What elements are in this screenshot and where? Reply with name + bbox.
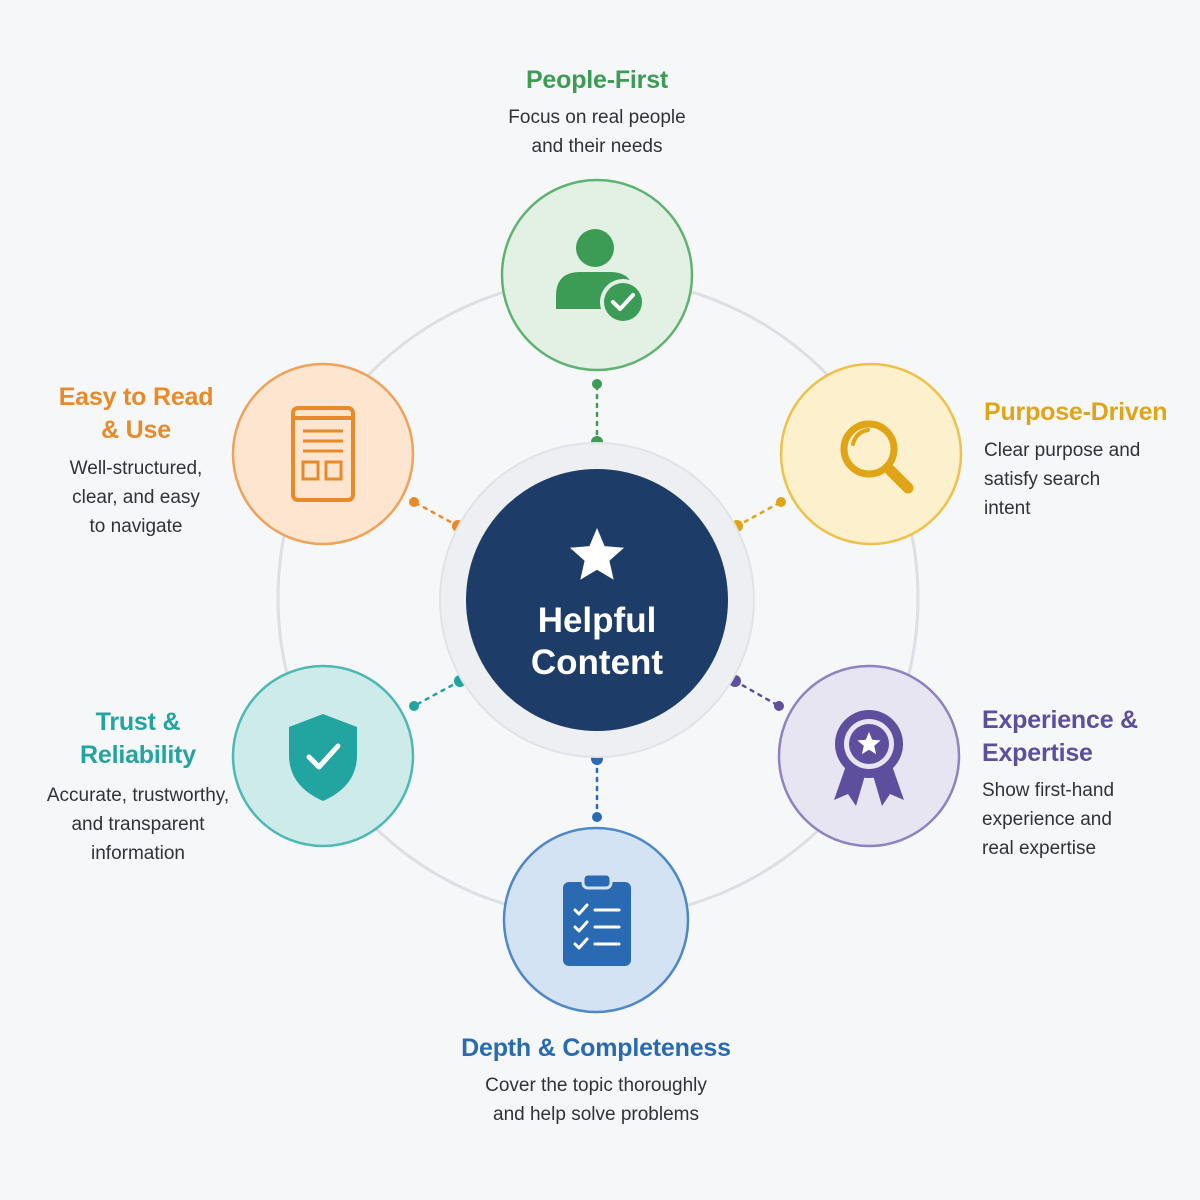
easy-to-read-description: Well-structured, clear, and easy to navi… <box>69 458 203 537</box>
node-purpose-driven <box>779 362 963 546</box>
depth-completeness-title: Depth & Completeness <box>461 1034 731 1062</box>
node-experience-expertise <box>777 664 961 848</box>
depth-completeness-description: Cover the topic thoroughly and help solv… <box>485 1075 707 1125</box>
connector-experience-expertise <box>729 675 784 711</box>
people-first-description: Focus on real people and their needs <box>508 107 686 157</box>
purpose-driven-title: Purpose-Driven <box>984 398 1168 426</box>
node-depth-completeness <box>502 826 690 1014</box>
person-check-icon <box>556 229 646 325</box>
document-layout-icon <box>291 406 355 502</box>
center-circle <box>466 469 728 731</box>
connector-trust-reliability <box>409 675 466 711</box>
people-first-title: People-First <box>525 66 669 94</box>
connector-depth-completeness <box>591 753 603 822</box>
purpose-driven-description: Clear purpose and satisfy search intent <box>984 440 1141 519</box>
connector-easy-to-read <box>409 497 464 532</box>
award-ribbon-icon <box>834 710 904 806</box>
connector-purpose-driven <box>731 497 786 532</box>
experience-expertise-description: Show first-hand experience and real expe… <box>982 780 1115 859</box>
connector-people-first <box>591 379 603 448</box>
node-easy-to-read <box>231 362 415 546</box>
star-icon <box>569 528 625 580</box>
experience-expertise-title: Experience & Expertise <box>982 706 1139 767</box>
node-trust-reliability <box>231 664 415 848</box>
shield-check-icon <box>289 714 357 801</box>
easy-to-read-title: Easy to Read & Use <box>58 383 214 444</box>
magnifier-icon <box>840 420 914 494</box>
clipboard-checklist-icon <box>563 872 631 966</box>
trust-reliability-title: Trust & Reliability <box>80 708 196 769</box>
center-title: Helpful Content <box>530 601 664 682</box>
node-people-first <box>500 178 694 372</box>
trust-reliability-description: Accurate, trustworthy, and transparent i… <box>46 785 230 864</box>
